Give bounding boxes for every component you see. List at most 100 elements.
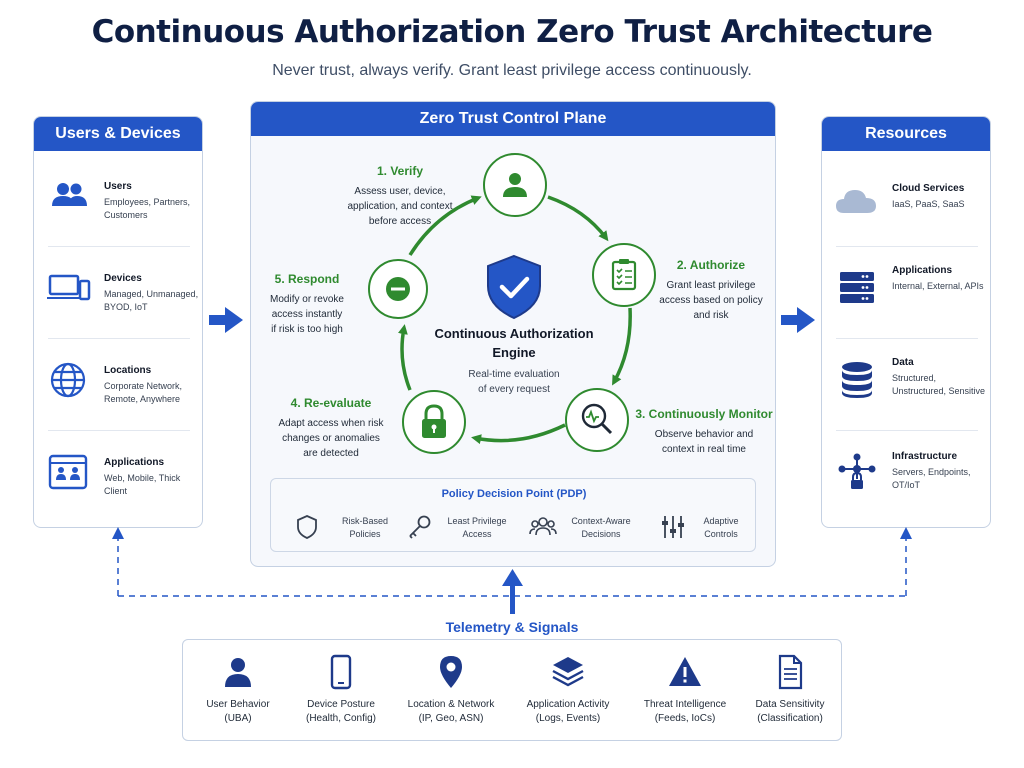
- minus-circle-icon: [386, 277, 410, 301]
- step-desc-line: Modify or revoke: [270, 294, 344, 305]
- step-verify-node: [483, 153, 547, 217]
- telemetry-label-line: Data Sensitivity: [755, 699, 825, 710]
- step-respond-node: [368, 259, 428, 319]
- step-desc-line: Grant least privilege: [666, 280, 756, 291]
- step-desc-line: and risk: [693, 310, 729, 321]
- item-desc: Web, Mobile, Thick Client: [104, 473, 181, 496]
- step-title: 1. Verify: [376, 164, 424, 178]
- divider: [48, 430, 190, 431]
- telemetry-application-activity: Application Activity(Logs, Events): [513, 654, 623, 726]
- arrow-authorize-to-monitor: [612, 307, 632, 386]
- telemetry-threat-intelligence: Threat Intelligence(Feeds, IoCs): [630, 654, 740, 726]
- devices-icon: [47, 274, 91, 301]
- page-title: Continuous Authorization Zero Trust Arch…: [91, 14, 933, 50]
- step-reevaluate-node: [402, 390, 466, 454]
- step-authorize-node: [592, 243, 656, 307]
- divider: [836, 246, 978, 247]
- item-desc: Corporate Network, Remote, Anywhere: [104, 381, 183, 404]
- telemetry-label-line: (Logs, Events): [535, 713, 601, 724]
- step-desc-line: access based on policy: [659, 295, 763, 306]
- step-monitor: 3. Continuously Monitor Observe behavior…: [631, 407, 775, 457]
- shield-check-icon: [487, 254, 541, 320]
- item-title: Locations: [104, 365, 152, 376]
- step-title: 5. Respond: [274, 272, 340, 286]
- pdp-label-line: Least Privilege: [447, 516, 507, 526]
- database-icon: [842, 362, 872, 398]
- arrow-verify-to-authorize: [547, 195, 609, 242]
- step-title: 4. Re-evaluate: [290, 396, 372, 410]
- divider: [48, 338, 190, 339]
- engine-title-line2: Engine: [492, 345, 536, 360]
- page-subtitle: Never trust, always verify. Grant least …: [272, 62, 752, 79]
- item-title: Infrastructure: [892, 451, 958, 462]
- item-title: Devices: [104, 273, 142, 284]
- step-respond: 5. Respond Modify or revoke access insta…: [257, 272, 357, 337]
- item-desc: Structured, Unstructured, Sensitive: [892, 373, 986, 396]
- sliders-icon: [662, 516, 684, 538]
- control-plane-header: Zero Trust Control Plane: [251, 102, 775, 136]
- engine-subtitle-line2: of every request: [478, 384, 550, 395]
- step-reevaluate: 4. Re-evaluate Adapt access when risk ch…: [261, 396, 401, 461]
- user-icon: [503, 173, 527, 197]
- arrow-center-to-right: [781, 307, 815, 333]
- telemetry-location-network: Location & Network (IP, Geo, ASN): [396, 654, 506, 726]
- telemetry-label-line: Location & Network: [407, 699, 495, 710]
- document-icon: [778, 654, 803, 690]
- arrow-left-to-center: [209, 307, 243, 333]
- arrow-respond-to-verify: [408, 195, 482, 256]
- item-desc: Internal, External, APIs: [892, 281, 984, 291]
- cycle-arrows: [397, 195, 632, 445]
- step-monitor-node: [565, 388, 629, 452]
- users-icon: [52, 183, 87, 206]
- server-icon: [840, 272, 874, 303]
- step-verify: 1. Verify Assess user, device, applicati…: [315, 164, 485, 229]
- item-title: Data: [892, 357, 914, 368]
- person-icon: [225, 658, 251, 687]
- item-desc: Employees, Partners, Customers: [104, 197, 191, 220]
- users-devices-header: Users & Devices: [34, 117, 202, 151]
- key-icon: [409, 515, 431, 539]
- magnifier-pulse-icon: [581, 403, 613, 435]
- cloud-icon: [836, 190, 876, 213]
- telemetry-label-line: (Health, Config): [305, 713, 377, 724]
- step-desc-line: changes or anomalies: [282, 433, 380, 444]
- item-title: Applications: [104, 457, 165, 468]
- warning-icon: [669, 657, 701, 686]
- telemetry-label-line: (UBA): [224, 713, 252, 724]
- step-desc-line: if risk is too high: [271, 324, 343, 335]
- telemetry-device-posture: Device Posture(Health, Config): [286, 654, 396, 726]
- pdp-label-line: Controls: [704, 529, 738, 539]
- globe-icon: [50, 362, 86, 398]
- app-window-icon: [48, 454, 88, 490]
- step-desc-line: Adapt access when risk: [278, 418, 384, 429]
- step-desc-line: are detected: [303, 448, 359, 459]
- telemetry-user-behavior: User Behavior(UBA): [183, 654, 293, 726]
- telemetry-label-line: (IP, Geo, ASN): [418, 713, 484, 724]
- item-desc: Managed, Unmanaged, BYOD, IoT: [104, 289, 199, 312]
- pdp-label-line: Risk-Based: [341, 516, 388, 526]
- telemetry-label-line: (Feeds, IoCs): [654, 713, 716, 724]
- step-desc-line: before access: [368, 216, 432, 227]
- divider: [836, 430, 978, 431]
- divider: [836, 338, 978, 339]
- lock-icon: [422, 404, 446, 438]
- telemetry-label-line: (Classification): [757, 713, 823, 724]
- engine-title: Continuous Authorization: [434, 326, 594, 341]
- network-lock-icon: [838, 453, 876, 489]
- step-desc-line: context in real time: [662, 444, 746, 455]
- telemetry-box: User Behavior(UBA) Device Posture(Health…: [182, 639, 842, 741]
- item-title: Applications: [892, 265, 953, 276]
- item-desc: Servers, Endpoints, OT/IoT: [892, 467, 971, 490]
